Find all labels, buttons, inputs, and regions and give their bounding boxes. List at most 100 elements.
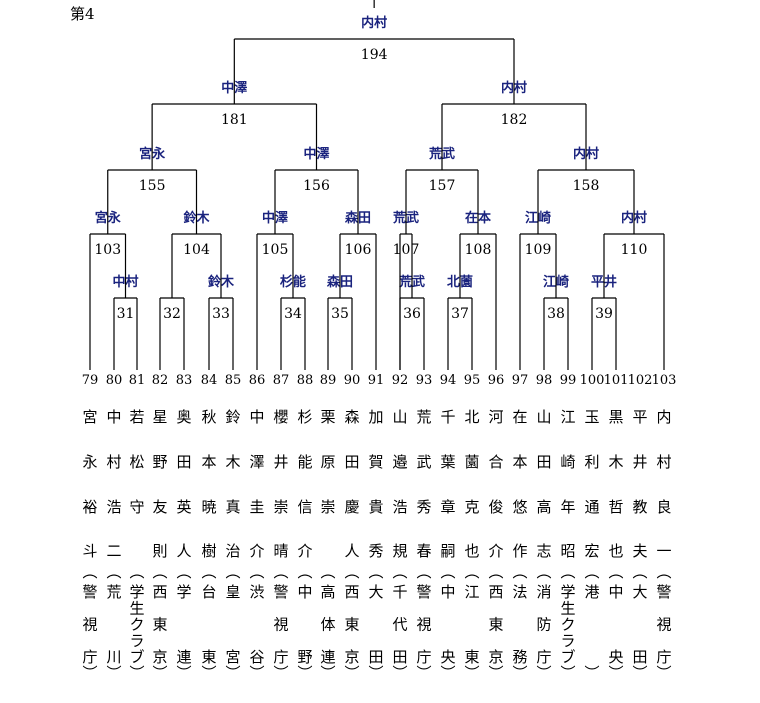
team-bracket-open: ︵	[584, 563, 599, 581]
match-number: 38	[547, 306, 565, 322]
seed-number: 95	[464, 373, 481, 388]
player-name-char: 昭	[560, 542, 575, 560]
player-name-char: 浩	[106, 498, 121, 516]
player-name-char: 能	[297, 453, 312, 471]
player-name-char: 作	[512, 542, 527, 560]
team-name-char: 高	[320, 583, 335, 601]
team-name-char: 法	[512, 583, 527, 601]
team-bracket-open: ︵	[320, 563, 335, 581]
team-bracket-open: ︵	[464, 563, 479, 581]
player-name-char: 在	[512, 408, 527, 426]
player-name-char: 田	[176, 453, 191, 471]
player-name-char: 北	[464, 408, 479, 426]
team-bracket-close: ︶	[536, 664, 551, 682]
player-name-char: 鈴	[225, 408, 240, 426]
team-name-char: 東	[488, 616, 503, 634]
seed-number: 91	[368, 373, 385, 388]
player-name-char: 春	[416, 542, 431, 560]
page-label: 第4	[70, 5, 95, 23]
match-number: 104	[183, 242, 210, 258]
team-bracket-open: ︵	[249, 563, 264, 581]
team-name-char: 東	[464, 648, 479, 666]
player-name-char: 平	[632, 408, 647, 426]
player-name-char: 浩	[392, 498, 407, 516]
team-bracket-open: ︵	[273, 563, 288, 581]
team-bracket-close: ︶	[368, 664, 383, 682]
team-name-char: 田	[368, 648, 383, 666]
player-name-char: 木	[608, 453, 623, 471]
team-name-char: 港	[584, 583, 599, 601]
seed-number: 79	[82, 373, 99, 388]
player-name-char: 山	[536, 408, 551, 426]
team-bracket-close: ︶	[488, 664, 503, 682]
team-name-char: ク	[560, 616, 575, 634]
player-name-char: 野	[152, 453, 167, 471]
team-name-char: 西	[152, 583, 167, 601]
player-name-char: 田	[536, 453, 551, 471]
match-number: 155	[139, 178, 166, 194]
match-number: 106	[345, 242, 372, 258]
team-bracket-open: ︵	[512, 563, 527, 581]
player-name-char: 教	[632, 498, 647, 516]
team-name-char: 防	[536, 616, 551, 634]
team-name-char: 大	[368, 583, 383, 601]
team-name-char: 大	[632, 583, 647, 601]
team-name-char: 千	[392, 583, 407, 601]
team-bracket-open: ︵	[225, 563, 240, 581]
player-name-char: 慶	[344, 498, 359, 516]
seed-number: 99	[560, 373, 577, 388]
player-name-char: 守	[129, 498, 144, 516]
player-name-char: 良	[656, 498, 671, 516]
match-number: 108	[465, 242, 492, 258]
team-name-char: 京	[488, 648, 503, 666]
player-name-char: 櫻	[273, 408, 288, 426]
player-name-char: 也	[464, 542, 479, 560]
seed-number: 88	[297, 373, 314, 388]
match-number: 109	[525, 242, 552, 258]
player-name-char: 杉	[297, 408, 312, 426]
team-bracket-open: ︵	[632, 563, 647, 581]
seed-number: 84	[201, 373, 218, 388]
team-name-char: 央	[608, 648, 623, 666]
team-name-char: 庁	[656, 648, 671, 666]
player-name-char: 秀	[368, 542, 383, 560]
seed-number: 97	[512, 373, 529, 388]
team-bracket-close: ︶	[656, 664, 671, 682]
team-bracket-open: ︵	[82, 563, 97, 581]
player-name-char: 圭	[249, 498, 264, 516]
player-name-char: 玉	[584, 408, 599, 426]
match-number: 32	[163, 306, 181, 322]
team-name-char: 警	[416, 583, 431, 601]
team-bracket-close: ︶	[512, 664, 527, 682]
player-name-char: 崇	[320, 498, 335, 516]
player-name-char: 英	[176, 498, 191, 516]
player-name-char: 年	[560, 498, 575, 516]
player-name-char: 賀	[368, 453, 383, 471]
player-name-char: 中	[249, 408, 264, 426]
seed-number: 92	[392, 373, 409, 388]
team-name-char: 学	[176, 583, 191, 601]
player-name-char: 葉	[440, 453, 455, 471]
team-name-char: 警	[82, 583, 97, 601]
team-name-char: ク	[129, 616, 144, 634]
match-number: 37	[451, 306, 469, 322]
seed-number: 94	[440, 373, 457, 388]
team-name-char: 東	[344, 616, 359, 634]
player-name-char: 暁	[201, 498, 216, 516]
team-name-char: 連	[320, 648, 335, 666]
player-name-char: 利	[584, 453, 599, 471]
team-name-char: 田	[632, 648, 647, 666]
team-bracket-open: ︵	[560, 563, 575, 581]
player-name-char: 樹	[201, 542, 216, 560]
player-name-char: 崎	[560, 453, 575, 471]
team-bracket-close: ︶	[176, 664, 191, 682]
team-name-char: 視	[416, 616, 431, 634]
match-number: 194	[361, 47, 388, 63]
player-name-char: 人	[176, 542, 191, 560]
team-name-char: 視	[656, 616, 671, 634]
team-name-char: 谷	[249, 648, 264, 666]
player-name-char: 村	[106, 453, 121, 471]
player-name-char: 二	[106, 542, 121, 560]
team-bracket-close: ︶	[225, 664, 240, 682]
seed-number: 89	[320, 373, 337, 388]
